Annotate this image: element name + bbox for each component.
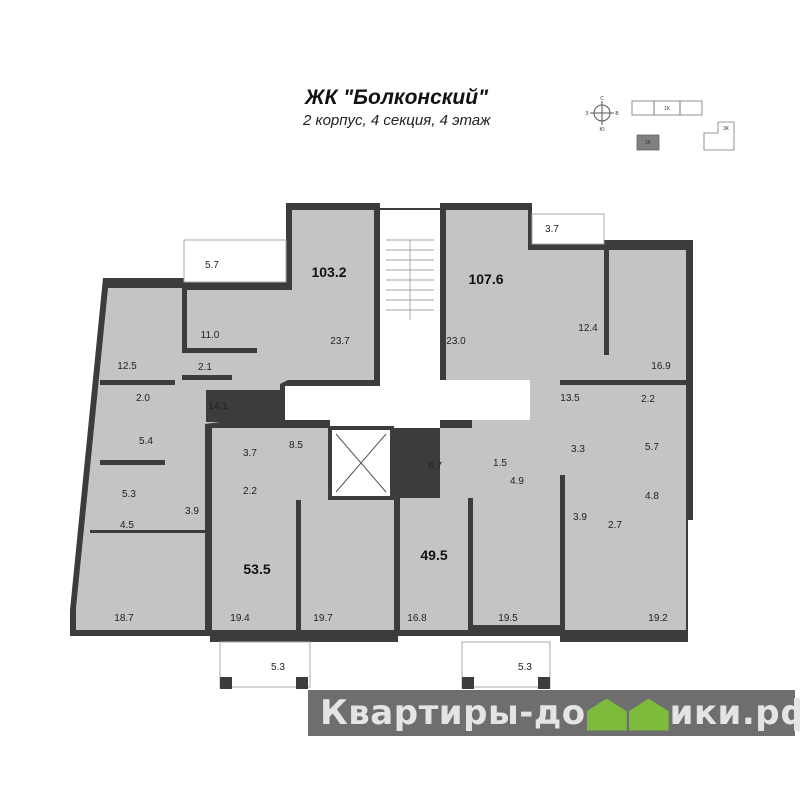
room-area: 16.8 <box>407 613 427 624</box>
room-area: 3.9 <box>185 506 199 517</box>
compass-west: З <box>585 111 588 117</box>
apartment-area-53-5: 53.5 <box>243 561 270 577</box>
apartment-area-107-6: 107.6 <box>468 271 503 287</box>
room-area: 13.5 <box>560 393 580 404</box>
room-area: 2.0 <box>136 393 150 404</box>
room-area: 12.4 <box>578 323 598 334</box>
room-area: 3.7 <box>545 224 559 235</box>
watermark-text-end: ики.рф <box>669 693 800 733</box>
room-area: 11.0 <box>201 330 220 341</box>
room-area: 5.3 <box>271 662 285 673</box>
room-area: 8.5 <box>289 440 303 451</box>
room-area: 19.7 <box>313 613 333 624</box>
room-area: 19.4 <box>230 613 250 624</box>
room-area: 18.7 <box>114 613 134 624</box>
apartment-area-103-2: 103.2 <box>311 264 346 280</box>
site-map-2k: 2К <box>645 140 651 146</box>
room-area: 3.7 <box>243 448 257 459</box>
building-walls <box>70 203 693 689</box>
room-area: 2.2 <box>641 394 655 405</box>
room-area: 6.7 <box>428 461 442 472</box>
room-area: 19.5 <box>498 613 518 624</box>
room-area: 4.9 <box>510 476 524 487</box>
room-area: 3.9 <box>573 512 587 523</box>
room-area: 14.1 <box>208 401 228 412</box>
apartment-area-49-5: 49.5 <box>420 547 447 563</box>
staircase <box>386 239 434 320</box>
compass-east: В <box>615 111 619 117</box>
house-icon <box>628 698 669 731</box>
site-map-3k: 3К <box>723 126 729 132</box>
site-map <box>631 100 735 151</box>
room-area: 2.2 <box>243 486 257 497</box>
room-area: 2.1 <box>198 362 212 373</box>
compass-north: С <box>600 96 604 102</box>
compass-south: Ю <box>599 127 604 133</box>
room-area: 1.5 <box>493 458 507 469</box>
room-area: 5.4 <box>139 436 153 447</box>
room-area: 3.3 <box>571 444 585 455</box>
room-area: 5.7 <box>645 442 659 453</box>
page-subtitle: 2 корпус, 4 секция, 4 этаж <box>303 112 491 129</box>
site-map-1k: 1К <box>664 106 670 112</box>
room-labels: 5.7 12.5 11.0 2.1 2.0 14.1 5.4 23.7 23.0… <box>114 224 671 673</box>
watermark-banner: Квартиры-до ики.рф <box>308 690 800 736</box>
compass-icon: С Ю З В <box>585 96 619 133</box>
room-area: 2.7 <box>608 520 622 531</box>
room-area: 5.7 <box>205 260 219 271</box>
page-title: ЖК "Болконский" <box>305 86 489 109</box>
room-area: 5.3 <box>122 489 136 500</box>
room-area: 16.9 <box>651 361 671 372</box>
room-area: 19.2 <box>648 613 668 624</box>
room-area: 4.8 <box>645 491 659 502</box>
watermark-text-start: Квартиры-до <box>320 693 586 733</box>
room-area: 12.5 <box>117 361 137 372</box>
room-area: 23.7 <box>330 336 350 347</box>
room-area: 4.5 <box>120 520 134 531</box>
room-area: 5.3 <box>518 662 532 673</box>
house-icon <box>586 698 627 731</box>
room-area: 23.0 <box>446 336 466 347</box>
